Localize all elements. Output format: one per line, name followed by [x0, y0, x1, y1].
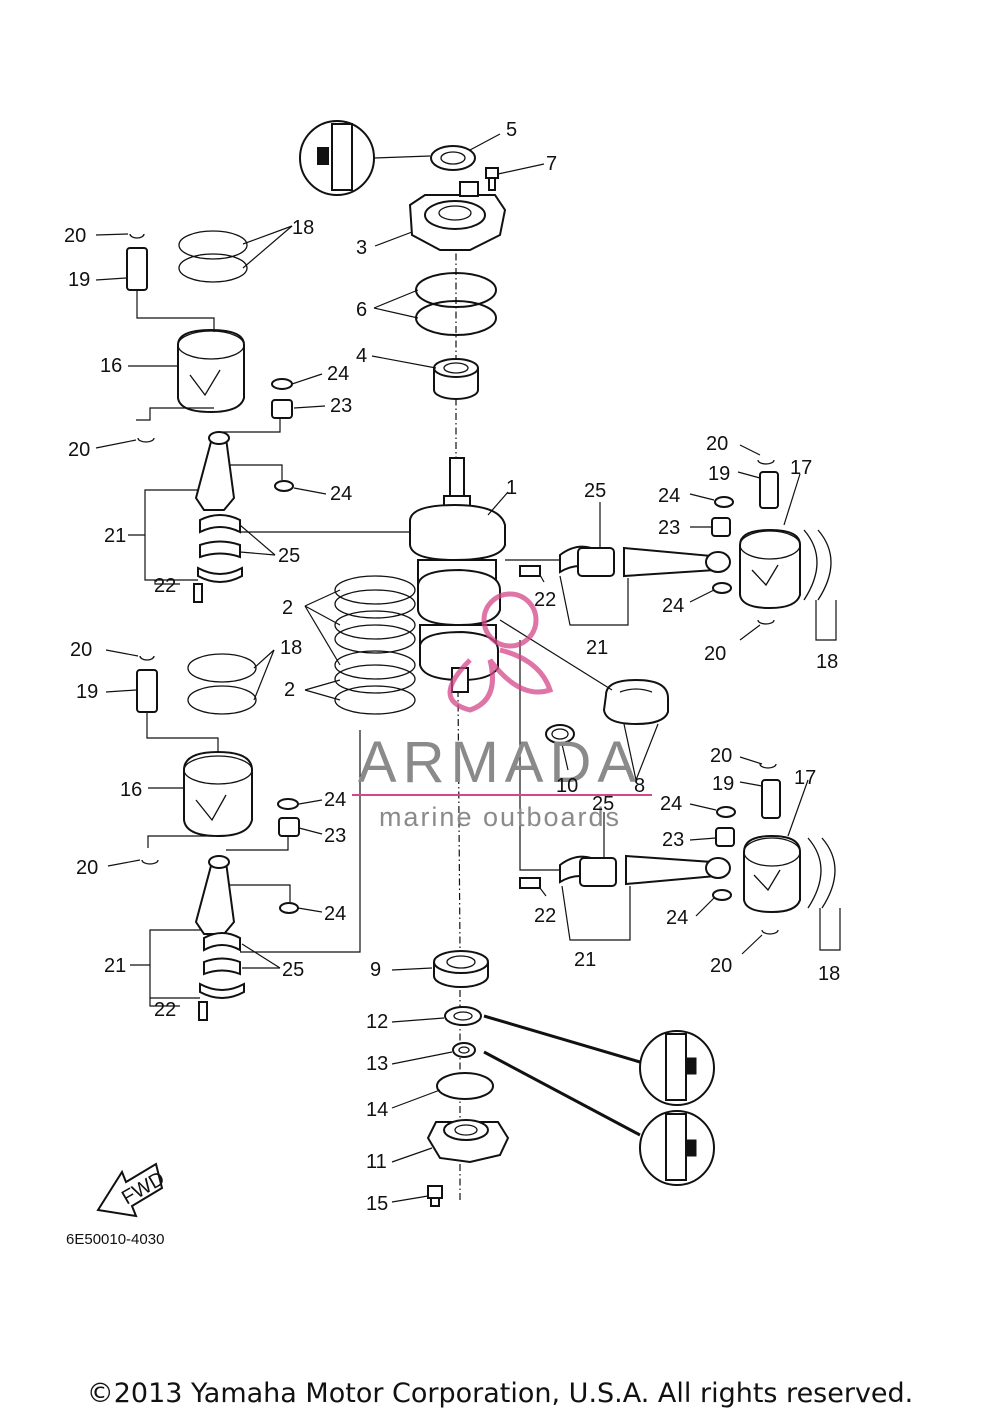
callout-17-lower: 17: [794, 767, 816, 789]
seal-detail-lower-1: [483, 1014, 715, 1106]
callout-18-upper-right: 18: [816, 651, 838, 673]
right-lower-piston-assembly: [519, 763, 836, 935]
callout-25-lower-left: 25: [282, 959, 304, 981]
callout-22-upper-left: 22: [154, 575, 176, 597]
callout-18-lower-left: 18: [280, 637, 302, 659]
callout-25-upper-left: 25: [278, 545, 300, 567]
callout-21-upper-left: 21: [104, 525, 126, 547]
callout-24-lower-right-bottom: 24: [666, 907, 688, 929]
upper-bearing-housing-3: [408, 181, 507, 251]
callout-17-upper: 17: [790, 457, 812, 479]
bolt-7: [485, 167, 499, 191]
callout-16-lower: 16: [120, 779, 142, 801]
callout-16-upper: 16: [100, 355, 122, 377]
ball-bearing-9: [433, 950, 489, 988]
callout-12: 12: [366, 1011, 388, 1033]
watermark-logo-swirl: [447, 647, 554, 713]
callout-24-lower-left-top: 24: [324, 789, 346, 811]
callout-2-lower: 2: [284, 679, 295, 701]
watermark-brand: ARMADA: [358, 730, 642, 795]
callout-21-lower-left: 21: [104, 955, 126, 977]
oil-seal-12: [444, 1006, 482, 1026]
armada-watermark: ARMADA marine outboards: [352, 591, 652, 832]
callout-24-lower-left-bottom: 24: [324, 903, 346, 925]
callout-11: 11: [366, 1151, 387, 1173]
callout-22-lower-left: 22: [154, 999, 176, 1021]
callout-13: 13: [366, 1053, 388, 1075]
lower-bearing-housing-11: [426, 1119, 510, 1164]
callout-23-lower-left: 23: [324, 825, 346, 847]
callout-25-lower-right: 25: [592, 793, 614, 815]
callout-18-upper-left: 18: [292, 217, 314, 239]
callout-23-upper-right: 23: [658, 517, 680, 539]
callout-2-upper: 2: [282, 597, 293, 619]
callout-15: 15: [366, 1193, 388, 1215]
callout-24-upper-left-top: 24: [327, 363, 349, 385]
bearing-half-8: [602, 678, 669, 726]
callout-23-lower-right: 23: [662, 829, 684, 851]
callout-18-lower-right: 18: [818, 963, 840, 985]
callout-8: 8: [634, 775, 645, 797]
crank-seal-rings-2: [334, 575, 416, 715]
callout-20-upper-left-bottom: 20: [68, 439, 90, 461]
callout-20-lower-left-top: 20: [70, 639, 92, 661]
diagram-code: 6E50010-4030: [66, 1231, 164, 1248]
callout-23-upper-left: 23: [330, 395, 352, 417]
left-upper-piston-assembly: [126, 230, 294, 603]
callout-24-upper-right-bottom: 24: [662, 595, 684, 617]
callout-3: 3: [356, 237, 367, 259]
callout-20-lower-right-bottom: 20: [710, 955, 732, 977]
callout-7: 7: [546, 153, 557, 175]
left-lower-piston-assembly: [136, 653, 300, 1021]
callout-20-upper-left-top: 20: [64, 225, 86, 247]
callout-19-upper-left: 19: [68, 269, 90, 291]
callout-9: 9: [370, 959, 381, 981]
watermark-tagline: marine outboards: [379, 802, 621, 832]
callout-1: 1: [506, 477, 517, 499]
callout-24-upper-left-bottom: 24: [330, 483, 352, 505]
callout-20-lower-right-top: 20: [710, 745, 732, 767]
needle-bearing-4: [433, 358, 479, 400]
callout-21-lower-right: 21: [574, 949, 596, 971]
washer-10: [545, 724, 575, 744]
watermark-logo-ring: [481, 591, 539, 649]
callout-22-lower-right: 22: [534, 905, 556, 927]
callout-14: 14: [366, 1099, 388, 1121]
callout-10: 10: [556, 775, 578, 797]
right-upper-piston-assembly: [519, 459, 832, 625]
callout-20-upper-right-top: 20: [706, 433, 728, 455]
callout-21-upper-right: 21: [586, 637, 608, 659]
callout-24-upper-right-top: 24: [658, 485, 680, 507]
callout-20-upper-right-bottom: 20: [704, 643, 726, 665]
guide-lines: [136, 290, 613, 953]
callout-5: 5: [506, 119, 517, 141]
oil-seal-13: [452, 1042, 476, 1058]
callout-4: 4: [356, 345, 367, 367]
callout-6: 6: [356, 299, 367, 321]
callout-20-lower-left-bottom: 20: [76, 857, 98, 879]
callout-19-lower-left: 19: [76, 681, 98, 703]
crankshaft-1: [409, 457, 506, 693]
callout-22-upper-right: 22: [534, 589, 556, 611]
callout-19-upper-right: 19: [708, 463, 730, 485]
callout-25-upper-right: 25: [584, 480, 606, 502]
gasket-14: [436, 1072, 494, 1100]
oil-seal-5: [430, 145, 476, 171]
seal-detail-top: [299, 120, 431, 196]
callout-labels: 5 7 3 6 4 1 18 20 19 16 24 23 20 24 21 2…: [64, 119, 840, 1215]
fwd-arrow: FWD: [96, 1162, 169, 1218]
callout-24-lower-right-top: 24: [660, 793, 682, 815]
leader-lines: [95, 133, 841, 1203]
callout-19-lower-right: 19: [712, 773, 734, 795]
copyright-notice: ©2013 Yamaha Motor Corporation, U.S.A. A…: [86, 1378, 914, 1409]
seal-detail-lower-2: [483, 1050, 715, 1186]
bolt-15: [427, 1185, 443, 1207]
